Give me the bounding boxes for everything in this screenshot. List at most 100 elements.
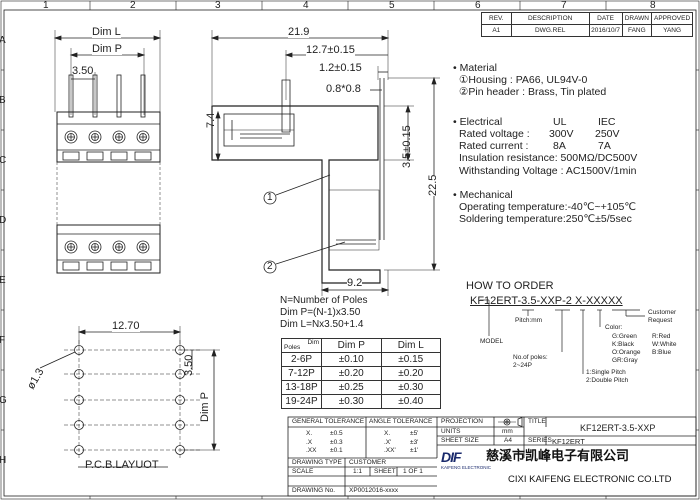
screw-terminal [88,240,102,254]
table-row: 19-24P ±0.30 ±0.40 [280,394,441,409]
tb-series-val: KF12ERT [552,437,585,446]
tb-units-val: mm [502,428,513,435]
side-height-total: 22.5 [427,174,439,196]
spec-rated-current-ul: 8A [553,140,566,152]
pcb-layout [39,326,220,468]
spec-insulation: Insulation resistance: 500MΩ/DC500V [459,152,638,164]
zone-col-6: 6 [475,0,481,11]
order-leaders [480,299,645,374]
order-color: K:Black [612,341,635,348]
order-customer-2: Request [648,317,673,324]
pcb-hole [175,395,185,405]
side-len2: 1.2±0.15 [319,62,362,74]
pole-tol-p: ±0.20 [321,366,382,381]
tb-series-lbl: SERIES [528,437,552,444]
spec-rated-current: Rated current : [459,140,529,152]
tol-value: ±0.1 [330,447,343,454]
pcb-hole [175,445,185,455]
pole-table-corner-bottom: Poles [284,343,301,351]
screw-terminal [88,130,102,144]
screw-terminal [112,130,126,144]
wire-entry [86,151,104,161]
order-title: HOW TO ORDER [466,280,554,292]
zone-row-g: G [0,395,7,406]
tb-angle-tol: ANGLE TOLERANCE [369,418,433,425]
tb-general-tol: GENERAL TOLERANCE [292,418,365,425]
pcb-hole [74,420,84,430]
side-height-left: 7.4 [205,112,217,128]
title-block-lines [287,416,697,497]
tol-value: ±0.5 [330,430,343,437]
tol-value: ±5' [410,430,419,437]
pole-table: Dim Poles Dim P Dim L 2-6P ±0.10 ±0.15 7… [280,338,441,409]
side-view [210,30,440,296]
table-row: 13-18P ±0.25 ±0.30 [280,380,441,395]
tb-drawing-type: DRAWING TYPE [292,459,342,466]
side-height-pin: 3.5±0.15 [401,125,413,168]
side-len1: 12.7±0.15 [306,44,355,56]
tb-drawing-type-val: CUSTOMER [349,459,387,466]
side-pin-section: 0.8*0.8 [326,83,361,95]
formula-dim-l: Dim L=Nx3.50+1.4 [280,319,364,330]
table-row: 7-12P ±0.20 ±0.20 [280,366,441,381]
order-poles-1: No.of poles: [513,354,548,361]
spec-pin-header: ②Pin header : Brass, Tin plated [459,86,607,98]
table-row: 2-6P ±0.10 ±0.15 [280,352,441,367]
pole-tol-p: ±0.10 [321,352,382,367]
pcb-hole [175,345,185,355]
tol-value: ±3' [410,438,419,446]
tb-scale-val: 1:1 [353,468,363,475]
pcb-spacing: 12.70 [112,320,140,332]
zone-col-8: 8 [650,0,656,11]
tb-title-val: KF12ERT-3.5-XXP [580,423,656,433]
tb-sheet: SHEET [374,468,396,475]
wire-entry [86,261,104,271]
order-customer-1: Customer [648,309,677,316]
screw-terminal [64,130,78,144]
screw-terminal [136,130,150,144]
wire-entry [110,151,128,161]
tb-projection: PROJECTION [441,418,483,425]
tol-label: .XX' [384,447,396,454]
callout-1: 1 [267,192,273,203]
tol-label: .X' [384,438,392,446]
rev-header: DATE [588,12,623,25]
pole-table-header: Dim L [380,338,441,353]
zone-col-1: 1 [43,0,49,11]
rev-cell: DWG.REL [510,24,590,37]
screw-terminal [64,240,78,254]
zone-row-h: H [0,455,7,466]
rev-header: APPROVED [651,12,693,25]
pole-tol-l: ±0.30 [380,380,441,395]
order-color-title: Color: [605,324,623,331]
order-color: B:Blue [652,349,672,356]
zone-row-c: C [0,155,7,166]
zone-col-4: 4 [303,0,309,11]
side-width: 21.9 [288,26,310,38]
wire-entry [134,151,152,161]
pcb-pitch: 3.50 [183,354,195,376]
front-dim-p: Dim P [92,43,122,55]
rev-header: REV. [481,12,512,25]
pcb-hole [74,445,84,455]
pcb-hole [74,369,84,379]
pole-tol-l: ±0.40 [380,394,441,409]
wire-entry [62,151,80,161]
tol-value: ±1' [410,447,419,454]
pole-table-corner-top: Dim [307,339,320,346]
spec-soldering-temp: Soldering temperature:250℃±5/5sec [459,213,632,225]
spec-operating-temp: Operating temperature:-40℃~+105℃ [459,201,637,213]
side-bottom: 9.2 [347,277,363,289]
order-color: R:Red [652,333,671,340]
pole-range: 13-18P [280,380,323,395]
wire-entry [134,261,152,271]
rev-cell: 2016/10/7 [588,24,623,37]
zone-col-7: 7 [561,0,567,11]
spec-housing: ①Housing : PA66, UL94V-0 [459,74,588,86]
spec-mechanical-title: • Mechanical [453,189,513,201]
spec-rated-current-iec: 7A [598,140,611,152]
pcb-hole [74,345,84,355]
zone-row-a: A [0,35,6,46]
